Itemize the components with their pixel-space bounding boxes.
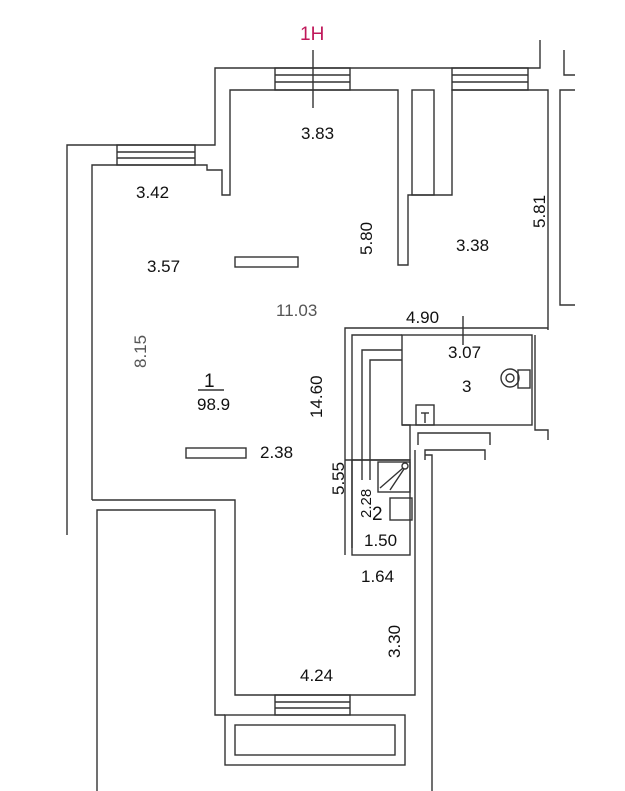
dimension: 5.55	[329, 462, 348, 495]
dimension: 3.07	[448, 343, 481, 362]
dimension: 4.90	[406, 308, 439, 327]
dimension: 3.57	[147, 257, 180, 276]
dimension: 3.42	[136, 183, 169, 202]
dimension: 3.30	[385, 625, 404, 658]
dimension: 11.03	[276, 301, 317, 320]
dimension: 3.83	[301, 124, 334, 143]
dimension: 8.15	[131, 335, 150, 368]
room-area: 98.9	[197, 395, 230, 414]
dimension: 4.24	[300, 666, 333, 685]
dimension: 2.38	[260, 443, 293, 462]
dimension: 5.81	[530, 195, 549, 228]
dimension: 5.80	[357, 222, 376, 255]
walls	[66, 40, 575, 791]
dimension: 1.50	[364, 531, 397, 550]
unit-label: 1Н	[300, 24, 324, 45]
windows	[116, 67, 529, 716]
dimension: 1.64	[361, 567, 394, 586]
room-number: 3	[462, 377, 471, 396]
room-number: 2	[372, 504, 383, 525]
room-number: 1	[204, 371, 215, 392]
dimension: 3.38	[456, 236, 489, 255]
dimension: 14.60	[307, 375, 326, 418]
dimension: 2.28	[358, 489, 375, 518]
